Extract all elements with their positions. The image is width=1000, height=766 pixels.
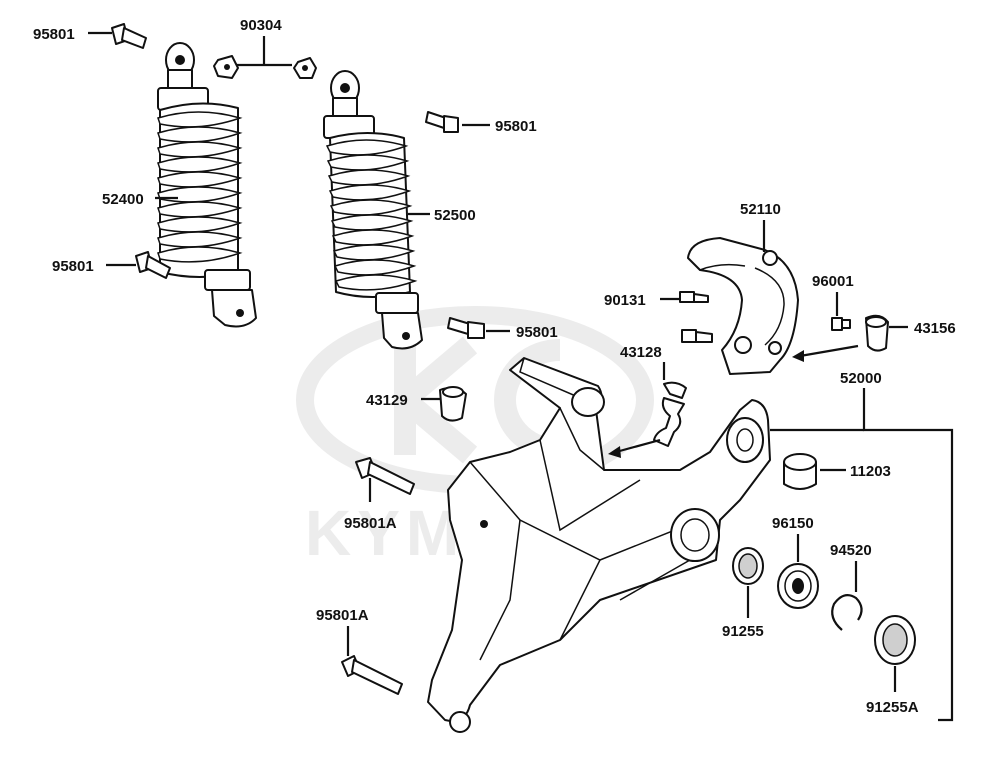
shock-absorber-52500[interactable] [323,70,423,350]
bearing-96150[interactable] [777,563,819,609]
shock-absorber-52400[interactable] [157,42,257,328]
callout-52000: 52000 [840,370,882,387]
bolt-90131-upper[interactable] [679,291,709,303]
callout-95801-top-left: 95801 [33,26,75,43]
callout-96001: 96001 [812,273,854,290]
callout-95801A-lower: 95801A [316,607,369,624]
bushing-11203[interactable] [783,453,817,490]
callout-90304: 90304 [240,17,282,34]
callout-43129: 43129 [366,392,408,409]
bolt-95801-top-left[interactable] [111,23,147,49]
callout-96150: 96150 [772,515,814,532]
callout-52400: 52400 [102,191,144,208]
bolt-96001[interactable] [831,317,851,331]
callout-43128: 43128 [620,344,662,361]
bolt-95801A-lower[interactable] [341,655,403,695]
clip-43129[interactable] [439,386,467,422]
callout-91255: 91255 [722,623,764,640]
seal-91255A[interactable] [874,615,916,665]
bolt-90131-lower[interactable] [681,329,713,343]
clip-43128[interactable] [653,381,687,447]
callout-52110: 52110 [740,201,781,218]
bolt-95801-right-mid[interactable] [447,317,485,339]
bolt-95801-right-top[interactable] [425,111,459,133]
callout-91255A: 91255A [866,699,919,716]
callout-11203: 11203 [850,463,891,480]
leader-lines [88,31,954,722]
callout-95801-mid-left: 95801 [52,258,94,275]
callout-95801-right-top: 95801 [495,118,537,135]
swing-arm-52000[interactable] [427,357,771,733]
seal-91255[interactable] [732,547,764,585]
callout-94520: 94520 [830,542,872,559]
callout-52500: 52500 [434,207,476,224]
clip-43156[interactable] [865,314,889,352]
callout-43156: 43156 [914,320,956,337]
callout-95801A-upper: 95801A [344,515,397,532]
nut-90304-left[interactable] [213,55,239,79]
callout-90131: 90131 [604,292,646,309]
bracket-52110[interactable] [687,237,799,375]
nut-90304-right[interactable] [293,57,317,79]
bolt-95801-mid-left[interactable] [135,251,171,279]
callout-labels: 95801 90304 95801 52400 52500 95801 9580… [33,17,956,716]
bolt-95801A-upper[interactable] [355,457,415,495]
callout-95801-right-mid: 95801 [516,324,558,341]
circlip-94520[interactable] [831,593,863,631]
